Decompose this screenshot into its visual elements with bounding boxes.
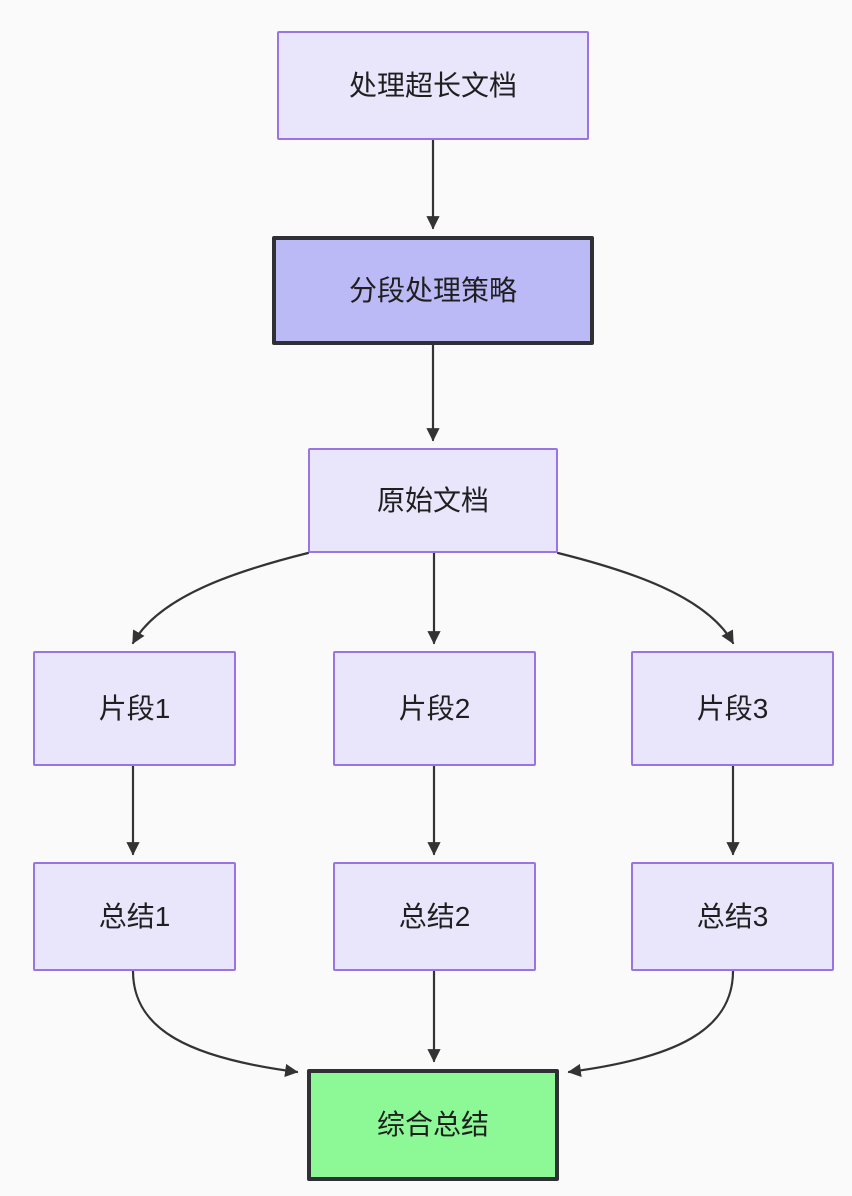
node-label-s3: 总结3 [696,900,769,932]
node-label-fin: 综合总结 [376,1109,489,1141]
edge-n3-to-f3 [556,551,735,645]
node-n2[interactable]: 分段处理策略 [272,236,594,345]
node-label-n2: 分段处理策略 [348,274,517,306]
node-label-f1: 片段1 [98,692,171,724]
edge-n3-to-f1 [131,551,310,645]
node-fin[interactable]: 综合总结 [307,1069,559,1181]
node-n3[interactable]: 原始文档 [308,448,558,553]
node-label-n1: 处理超长文档 [348,69,517,101]
node-label-f2: 片段2 [398,692,471,724]
node-f3[interactable]: 片段3 [631,651,834,766]
edge-s1-to-fin [131,969,299,1078]
node-label-s2: 总结2 [398,900,471,932]
node-s2[interactable]: 总结2 [333,862,536,971]
edge-s3-to-fin [567,969,735,1078]
node-label-s1: 总结1 [98,900,171,932]
node-s3[interactable]: 总结3 [631,862,834,971]
node-label-n3: 原始文档 [376,484,489,516]
node-label-f3: 片段3 [696,692,769,724]
node-n1[interactable]: 处理超长文档 [277,31,589,140]
node-s1[interactable]: 总结1 [33,862,236,971]
node-f2[interactable]: 片段2 [333,651,536,766]
node-f1[interactable]: 片段1 [33,651,236,766]
